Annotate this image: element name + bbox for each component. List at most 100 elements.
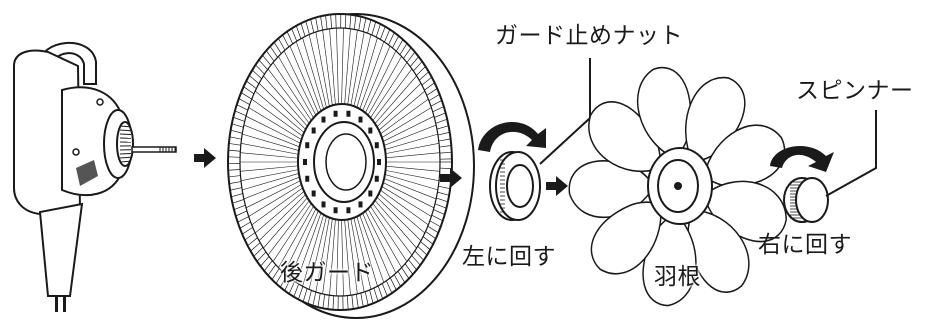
motor-shaft [131,146,177,153]
guard-spoke [343,213,351,296]
guard-spoke [308,34,328,113]
guard-spoke [379,168,440,181]
guard-rim-bar [364,291,369,306]
guard-rim-bar [228,149,241,152]
guard-spoke [255,189,307,234]
guard-spoke [373,90,425,135]
guard-rim-bar [427,225,439,234]
guard-rim-bar [346,295,349,310]
guard-rim-bar [307,290,312,304]
guard-rim-bar [384,29,391,43]
label-turn-right: 右に回す [758,232,852,258]
guard-rim-bar [228,169,241,171]
guard-spoke [359,45,391,118]
guard-spoke [368,197,413,256]
guard-rim-bar [260,256,270,267]
guard-plate-slot [333,110,338,117]
guard-spoke [289,45,321,118]
guard-rim-bar [239,221,251,229]
guard-rim-bar [302,288,308,302]
guard-rim-bar [278,38,286,51]
guard-spoke [258,83,308,132]
motor-stand [38,202,84,297]
spinner [783,177,829,223]
guard-spoke [354,37,378,114]
guard-spoke [267,197,312,256]
guard-rim-bar [237,216,249,223]
guard-plate-slot [368,190,373,197]
label-spinner: スピンナー [796,78,914,104]
guard-rim-bar [284,278,291,291]
guard-rim-bar [436,125,449,130]
guard-spoke [362,204,397,274]
guard-plate-slot [374,175,379,182]
guard-spoke [366,62,408,124]
guard-rim-bar [258,59,268,70]
guard-spoke [263,75,310,129]
guard-rim-bar [320,16,323,31]
guard-rim-bar [344,14,347,29]
guard-plate-slot [358,201,363,208]
guard-spoke [329,28,337,111]
guard-spoke [343,28,351,111]
guard-rim-bar [312,291,317,306]
guard-spoke [272,200,314,262]
guard-spoke [263,195,310,249]
guard-rim-bar [351,295,354,309]
guard-rim-bar [282,34,290,48]
guard-rim-bar [416,66,426,76]
guard-rim-bar [234,110,247,117]
guard-rim-bar [271,268,280,280]
motor-plug-pin [63,296,66,312]
guard-spoke [364,202,402,268]
guard-spoke [240,143,301,156]
guard-spoke [329,213,337,296]
guard-spoke [373,189,425,234]
guard-spoke [336,28,339,111]
guard-plate-slot [311,190,316,197]
guard-rim-bar [247,237,258,246]
guard-rim-bar [432,106,444,113]
guard-spoke [245,115,303,145]
guard-rim-bar [332,295,335,310]
guard-spoke [379,133,438,152]
guard-spoke [283,50,318,120]
label-rear-guard: 後ガード [280,260,374,286]
guard-rim-bar [244,232,256,241]
guard-rim-bar [248,75,260,84]
guard-rim-bar [406,51,416,63]
motor-thread-line [119,156,132,159]
guard-spoke [283,204,318,274]
guard-spoke [289,206,321,279]
guard-rim-bar [436,197,448,203]
fan-blade [568,66,787,307]
guard-rim-bar [397,271,406,283]
guard-rim-bar [389,277,397,291]
guard-rim-bar [386,280,393,294]
guard-rim-bar [325,15,328,30]
guard-rim-bar [422,236,434,245]
guard-spoke [240,168,301,181]
guard-spoke [377,179,435,209]
guard-rim-bar [231,123,244,128]
motor-screw [96,98,104,106]
guard-spoke [240,165,301,172]
guard-rim-bar [273,42,282,54]
guard-spoke [278,202,316,268]
guard-rim-bar [267,264,277,276]
guard-rim-bar [418,71,429,81]
guard-plate-slot [303,159,307,165]
guard-rim-bar [355,294,359,309]
motor-thread-line [119,133,132,135]
guard-spoke [377,115,435,145]
guard-rim-bar [231,193,243,198]
guard-spoke [349,212,365,293]
guard-rim-bar [233,204,246,211]
guard-spoke [376,107,432,142]
guard-spoke [346,213,358,295]
guard-rim-bar [435,118,448,124]
guard-spoke [352,34,372,113]
guard-plate-slot [377,159,381,165]
guard-center-hole [313,121,375,203]
